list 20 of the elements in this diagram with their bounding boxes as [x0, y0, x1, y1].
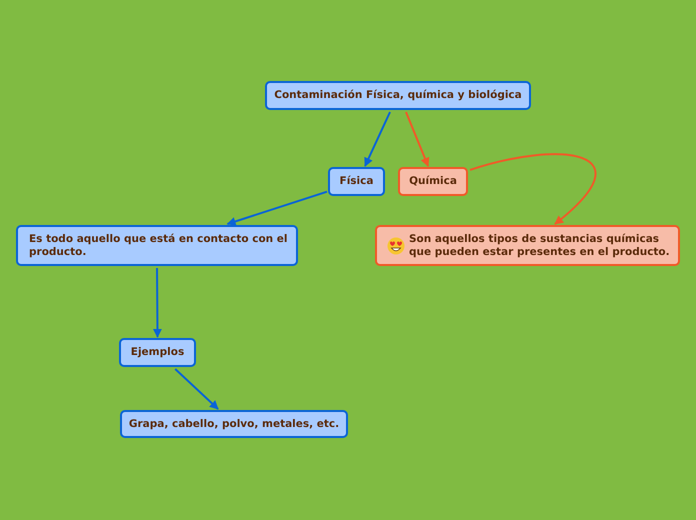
- topic-box: [119, 338, 196, 367]
- node-text: Ejemplos: [130, 346, 184, 359]
- arrow: [174, 368, 219, 410]
- topic-box: [265, 81, 531, 110]
- node-text: Contaminación Física, química y biológica: [274, 89, 522, 102]
- topic-box: [328, 167, 385, 196]
- arrow: [405, 112, 430, 167]
- arrow: [152, 268, 162, 338]
- arrow: [364, 112, 391, 167]
- topic-box: [16, 225, 298, 266]
- node-text: Grapa, cabello, polvo, metales, etc.: [128, 418, 340, 430]
- topic-box: [120, 410, 348, 438]
- node-text: Física: [340, 175, 374, 188]
- node-text: Química: [409, 175, 457, 188]
- node-text: Son aquellos tipos de sustancias químicas que pueden estar presentes en el producto.: [409, 232, 670, 258]
- arrow: [226, 190, 328, 226]
- topic-box: [398, 167, 468, 196]
- arrow: [470, 153, 596, 225]
- node-text: Es todo aquello que está en contacto con el producto.: [29, 232, 288, 258]
- topic-box: [375, 225, 680, 266]
